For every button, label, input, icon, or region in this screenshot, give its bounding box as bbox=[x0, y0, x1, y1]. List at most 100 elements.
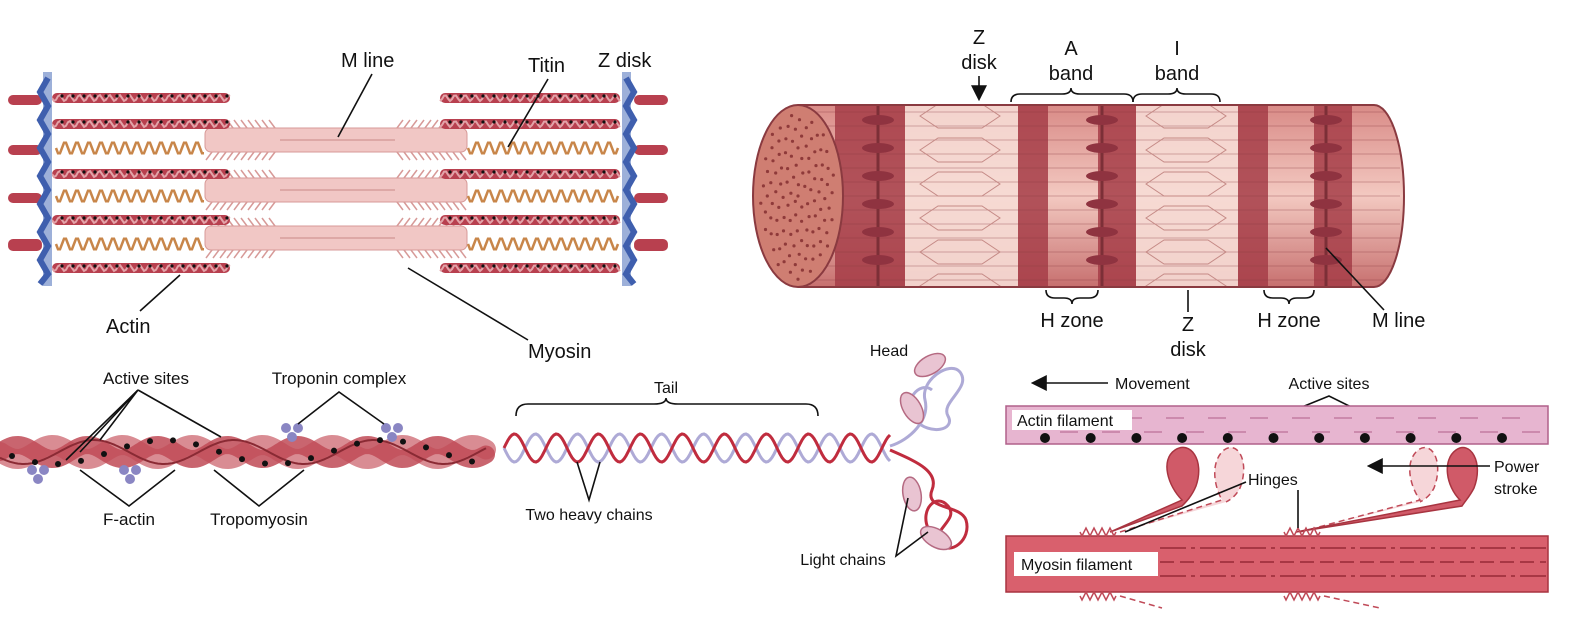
troponin-subunit bbox=[387, 432, 397, 442]
cross-section-dot bbox=[789, 154, 794, 158]
tail-stub-right bbox=[1323, 595, 1381, 609]
myosin-head-right bbox=[403, 169, 411, 211]
actin-active-site bbox=[192, 216, 196, 220]
actin-active-site bbox=[514, 216, 518, 220]
actin-active-site bbox=[126, 170, 130, 174]
leader-light-chains bbox=[894, 497, 929, 558]
cross-section-dot bbox=[777, 205, 781, 209]
label-i-band-2: band bbox=[1155, 63, 1200, 85]
light-chain bbox=[899, 391, 925, 425]
cross-section-dot bbox=[812, 199, 817, 203]
cross-section-dot bbox=[797, 118, 802, 122]
actin-active-site bbox=[569, 216, 573, 220]
cross-section-dot bbox=[808, 269, 813, 273]
heavy-chain-red bbox=[502, 432, 892, 464]
actin-active-site bbox=[481, 94, 485, 98]
label-z-disk-top-1: Z bbox=[973, 27, 985, 49]
label-two-heavy-chains: Two heavy chains bbox=[525, 507, 652, 524]
cross-section-dot bbox=[823, 218, 827, 222]
actin-active-site bbox=[613, 264, 617, 268]
actin-active-site bbox=[148, 216, 152, 220]
actin-active-site bbox=[181, 264, 185, 268]
z-disk-left bbox=[36, 76, 52, 286]
actin-active-site bbox=[569, 120, 573, 124]
myosin-head-right bbox=[424, 217, 432, 259]
cross-section-dot bbox=[770, 201, 774, 206]
label-a-band-2: band bbox=[1049, 63, 1094, 85]
leader-myosin bbox=[407, 267, 529, 341]
actin-active-site bbox=[115, 216, 119, 220]
tail-stub-left bbox=[1119, 595, 1163, 609]
actin-active-site bbox=[115, 120, 119, 124]
actin-active-site bbox=[514, 264, 518, 268]
myosin-head-left bbox=[233, 119, 241, 161]
actin-active-site bbox=[181, 170, 185, 174]
actin-active-site bbox=[225, 216, 229, 220]
label-movement: Movement bbox=[1115, 376, 1190, 393]
actin-active-site bbox=[148, 170, 152, 174]
titin-spring-right bbox=[466, 141, 620, 155]
cross-section-dot bbox=[807, 215, 811, 219]
troponin-subunit bbox=[33, 474, 43, 484]
troponin-subunit bbox=[39, 465, 49, 475]
troponin-subunit bbox=[287, 432, 297, 442]
actin-active-site-dot bbox=[1177, 433, 1188, 443]
label-titin: Titin bbox=[528, 55, 565, 77]
cross-section-dot bbox=[805, 228, 809, 232]
cross-section-dot bbox=[770, 146, 774, 150]
myosin-head-left bbox=[247, 169, 255, 211]
actin-active-site bbox=[104, 170, 108, 174]
actin-stub-right bbox=[634, 95, 668, 105]
myofibril-bands bbox=[798, 105, 1400, 287]
actin-active-site bbox=[492, 94, 496, 98]
cross-section-dot bbox=[765, 194, 769, 198]
cross-section-dot bbox=[818, 253, 822, 257]
actin-active-site bbox=[148, 94, 152, 98]
actin-active-site bbox=[525, 94, 529, 98]
myosin-molecule-panel: Tail Head Two heavy chains Light chains bbox=[502, 343, 969, 569]
cross-section-dot bbox=[806, 202, 810, 206]
thin-active-site bbox=[78, 457, 84, 464]
light-chain bbox=[913, 352, 947, 378]
myosin-head-right bbox=[396, 119, 404, 161]
cross-section-dot bbox=[807, 170, 811, 174]
actin-helix-left bbox=[51, 169, 231, 179]
cross-section-dot bbox=[811, 257, 815, 261]
cross-section-dot bbox=[771, 159, 775, 163]
m-line-node bbox=[1310, 115, 1342, 125]
cross-section-dot bbox=[826, 166, 830, 170]
thin-active-site bbox=[170, 437, 176, 444]
z-disk-lattice bbox=[919, 171, 1001, 197]
z-disk-lattice bbox=[1145, 205, 1227, 231]
hinge-zigzag-top bbox=[1283, 526, 1321, 538]
actin-active-site-dot bbox=[1405, 433, 1416, 443]
cross-section-dot bbox=[781, 229, 786, 233]
actin-active-site bbox=[569, 170, 573, 174]
actin-active-site bbox=[459, 94, 463, 98]
myosin-filament-label-box bbox=[1014, 552, 1158, 576]
cross-section-dot bbox=[813, 150, 817, 154]
actin-active-site bbox=[148, 264, 152, 268]
m-line-node bbox=[1086, 227, 1118, 237]
actin-active-site bbox=[448, 94, 452, 98]
cross-section-dot bbox=[777, 152, 781, 156]
actin-active-site bbox=[459, 120, 463, 124]
brace-tail bbox=[515, 397, 819, 417]
sarcomere-filament-rows bbox=[8, 93, 668, 273]
cross-section-dot bbox=[825, 149, 829, 154]
actin-active-site bbox=[82, 264, 86, 268]
actin-active-site bbox=[60, 120, 64, 124]
actin-active-site bbox=[104, 264, 108, 268]
myosin-head-right bbox=[417, 169, 425, 211]
cross-section-dot bbox=[774, 171, 778, 175]
actin-active-site bbox=[214, 216, 218, 220]
label-myosin-filament: Myosin filament bbox=[1021, 557, 1133, 574]
cross-section-dot bbox=[781, 195, 785, 199]
cross-section-dot bbox=[800, 219, 804, 223]
cross-section-dot bbox=[769, 181, 773, 185]
actin-helix-right bbox=[439, 94, 621, 103]
myosin-head-left bbox=[233, 169, 241, 211]
actin-active-site bbox=[459, 170, 463, 174]
label-z-disk: Z disk bbox=[598, 50, 652, 72]
cross-section-dot bbox=[825, 231, 829, 235]
